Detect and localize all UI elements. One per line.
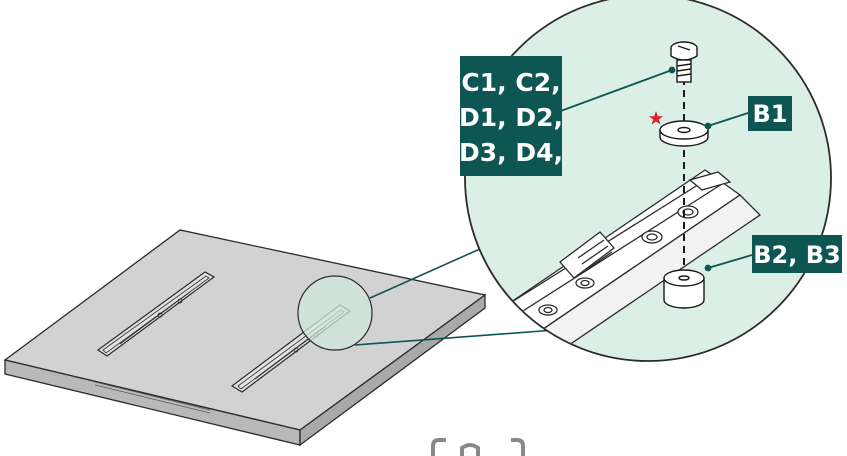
focus-circle xyxy=(297,275,373,351)
panel-vent-grille xyxy=(94,381,211,414)
label-spacers-box xyxy=(752,235,842,273)
screw-icon xyxy=(670,41,698,83)
label-washer: B1 xyxy=(748,96,792,131)
label-leaders xyxy=(557,66,753,272)
panel xyxy=(3,229,487,447)
stand-partial xyxy=(431,438,525,456)
zoom-connectors xyxy=(354,239,556,346)
panel-top-face xyxy=(3,229,487,431)
label-screws-line-2: D1, D2, xyxy=(459,103,563,132)
spacer-icon xyxy=(663,269,705,309)
label-spacers-text: B2, B3 xyxy=(753,241,840,269)
label-washer-box xyxy=(748,96,792,131)
star-icon xyxy=(648,111,664,125)
label-screws: C1, C2, D1, D2, D3, D4, xyxy=(459,56,563,176)
washer-icon xyxy=(659,120,709,147)
rail-detail xyxy=(468,169,762,360)
label-spacers: B2, B3 xyxy=(752,235,842,273)
label-screws-line-1: C1, C2, xyxy=(461,68,560,97)
label-screws-line-3: D3, D4, xyxy=(459,138,563,167)
label-washer-text: B1 xyxy=(753,100,788,128)
panel-rail-left xyxy=(96,271,216,357)
label-screws-box xyxy=(460,56,562,176)
